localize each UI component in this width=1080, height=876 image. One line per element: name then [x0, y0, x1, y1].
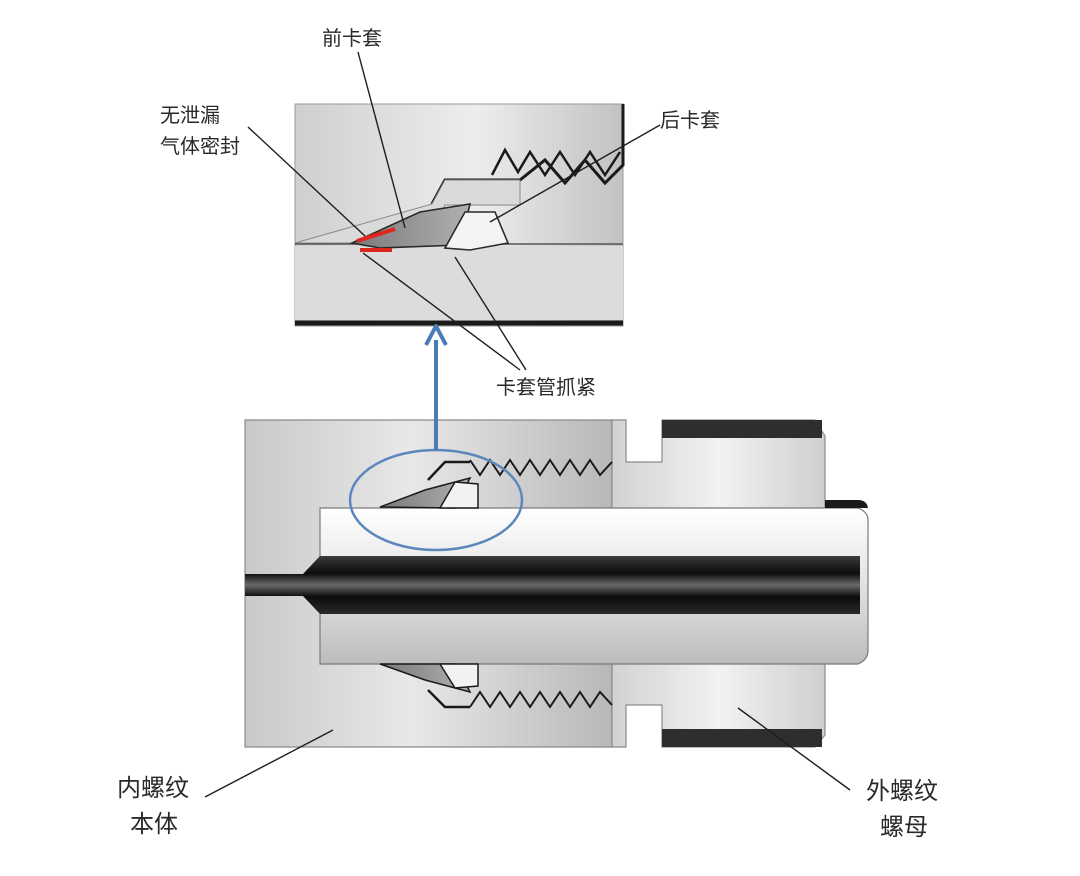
leader-seal	[247, 126, 366, 237]
leader-grip-2	[454, 256, 527, 371]
zoom-thread	[490, 147, 622, 178]
fitting-assembly	[244, 419, 869, 748]
nut-inner-step-upper	[427, 460, 470, 481]
nut-hex-bottom-edge	[662, 729, 822, 747]
nut-label-line1: 外螺纹	[866, 777, 938, 805]
leader-grip-1	[362, 252, 521, 371]
zoom-inset	[294, 103, 625, 327]
upper-thread	[469, 458, 613, 477]
grip-label: 卡套管抓紧	[496, 375, 596, 399]
leader-lines	[204, 51, 851, 798]
arrow-up-icon	[424, 324, 448, 450]
leader-back-ferrule	[489, 124, 661, 223]
seal-label-line1: 无泄漏	[160, 103, 220, 127]
body-label-line1: 内螺纹	[117, 774, 189, 802]
seal-label-line2: 气体密封	[160, 134, 240, 158]
nut-hex-top-edge	[662, 420, 822, 438]
bore	[245, 556, 860, 614]
nut-label-line2: 螺母	[880, 813, 928, 841]
nut-inner-step-lower	[427, 689, 470, 709]
lower-thread	[469, 690, 613, 709]
zoom-tube	[295, 246, 623, 320]
back-ferrule-label: 后卡套	[660, 108, 720, 132]
leader-body	[204, 729, 334, 798]
back-ferrule-lower	[438, 663, 479, 689]
zoom-seal-mark-upper	[356, 227, 396, 243]
body-label-line2: 本体	[130, 810, 178, 838]
leader-front-ferrule	[357, 51, 406, 229]
tube-end	[825, 500, 868, 510]
leader-nut	[737, 707, 851, 791]
back-ferrule-upper	[438, 481, 479, 509]
front-ferrule-label: 前卡套	[322, 26, 382, 50]
